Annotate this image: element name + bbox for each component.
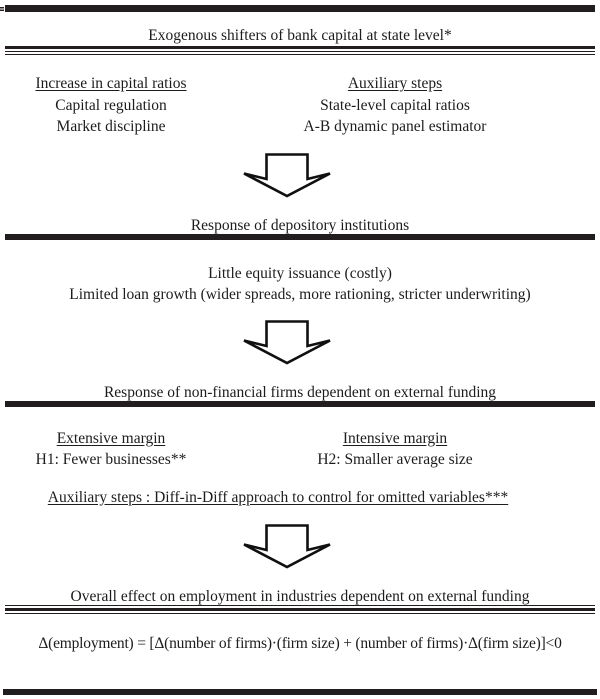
down-arrow-icon: [242, 152, 332, 198]
exogenous-columns: Increase in capital ratios Capital regul…: [0, 73, 600, 138]
banner-overall-effect: Overall effect on employment in industri…: [70, 587, 530, 605]
top-border: [5, 5, 595, 12]
down-arrow-icon: [242, 523, 332, 569]
banner-rule-thin-thick-thin: [5, 604, 595, 614]
column-header: Extensive margin: [56, 429, 166, 447]
list-item: A-B dynamic panel estimator: [303, 118, 487, 135]
list-item: H1: Fewer businesses**: [35, 451, 187, 468]
left-edge-tick: [0, 7, 4, 11]
list-item: Market discipline: [56, 118, 166, 135]
banner-exogenous-shifters: Exogenous shifters of bank capital at st…: [148, 27, 452, 44]
column-header: Auxiliary steps: [347, 75, 443, 92]
column-auxiliary-steps: Auxiliary steps State-level capital rati…: [222, 73, 568, 138]
column-increase-capital-ratios: Increase in capital ratios Capital regul…: [0, 73, 222, 138]
banner-firms-response: Response of non-financial firms dependen…: [103, 383, 497, 401]
column-header: Intensive margin: [342, 429, 448, 447]
list-item: Little equity issuance (costly): [208, 264, 392, 282]
bottom-border: [3, 688, 597, 695]
list-item: State-level capital ratios: [320, 96, 470, 114]
banner-depository-response: Response of depository institutions: [190, 216, 410, 234]
column-header: Increase in capital ratios: [35, 75, 187, 92]
list-item: H2: Smaller average size: [317, 451, 473, 468]
down-arrow-icon: [242, 319, 332, 365]
banner-rule: [5, 400, 595, 407]
employment-equation: Δ(employment) = [Δ(number of firms)·(fir…: [38, 634, 562, 652]
column-intensive-margin: Intensive margin H2: Smaller average siz…: [222, 428, 568, 471]
depository-response-lines: Little equity issuance (costly) Limited …: [0, 263, 600, 305]
auxiliary-steps-note: Auxiliary steps : Diff-in-Diff approach …: [47, 488, 509, 506]
list-item: Capital regulation: [55, 96, 167, 114]
column-extensive-margin: Extensive margin H1: Fewer businesses**: [0, 428, 222, 471]
banner-rule: [5, 233, 595, 240]
margins-columns: Extensive margin H1: Fewer businesses** …: [0, 428, 600, 471]
banner-rule-thick-double: [5, 46, 595, 55]
list-item: Limited loan growth (wider spreads, more…: [69, 285, 531, 303]
